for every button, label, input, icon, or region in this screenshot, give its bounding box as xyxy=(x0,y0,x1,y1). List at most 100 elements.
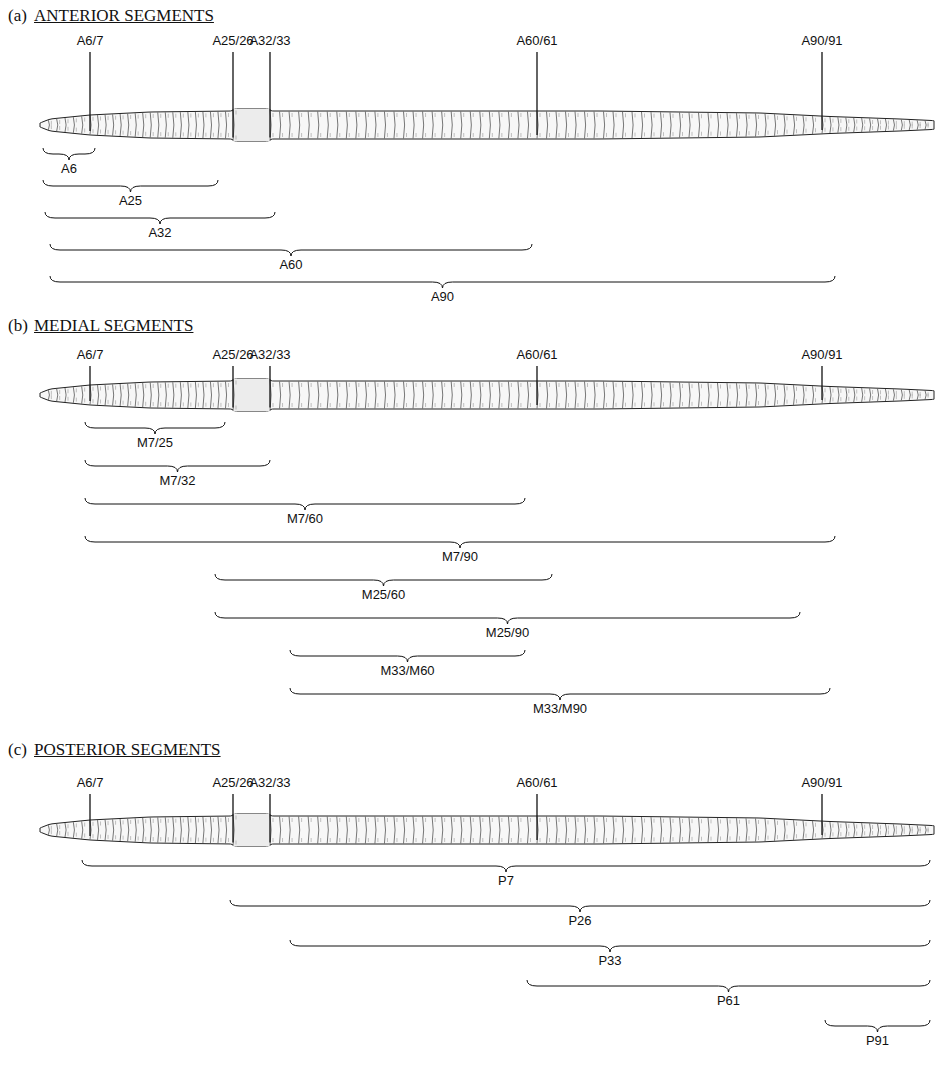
range-bracket xyxy=(43,148,95,160)
segment-groove xyxy=(404,112,405,139)
segment-groove xyxy=(632,382,633,408)
segment-groove xyxy=(746,818,747,841)
segment-shading xyxy=(473,113,474,137)
segment-groove xyxy=(547,112,548,139)
segment-groove xyxy=(120,114,121,136)
segment-groove xyxy=(180,112,181,138)
segment-groove xyxy=(158,817,159,842)
segment-groove xyxy=(527,112,528,139)
segment-groove xyxy=(575,112,576,139)
clitellum xyxy=(233,379,270,412)
segment-groove xyxy=(280,817,281,844)
segment-shading xyxy=(701,819,702,840)
segment-groove xyxy=(451,112,452,139)
segment-groove xyxy=(870,388,871,401)
segment-shading xyxy=(425,383,426,407)
segment-shading xyxy=(848,119,849,131)
segment-groove xyxy=(173,382,174,408)
segment-shading xyxy=(711,384,712,405)
segment-shading xyxy=(880,120,881,129)
segment-range-label: A60 xyxy=(279,258,302,273)
segment-groove xyxy=(165,112,166,137)
segment-shading xyxy=(635,383,636,406)
segment-groove xyxy=(48,120,49,130)
panel-letter: (c) xyxy=(8,740,27,760)
segment-groove xyxy=(195,817,196,843)
boundary-label: A6/7 xyxy=(77,34,104,49)
segment-shading xyxy=(578,113,579,137)
earthworm xyxy=(40,379,934,412)
segment-shading xyxy=(673,384,674,406)
range-bracket xyxy=(215,612,800,624)
segment-shading xyxy=(100,386,101,403)
segment-groove xyxy=(327,382,328,409)
segment-groove xyxy=(925,391,926,400)
segment-shading xyxy=(720,385,721,406)
segment-shading xyxy=(880,390,881,399)
segment-shading xyxy=(59,390,60,400)
segment-groove xyxy=(451,382,452,409)
segment-groove xyxy=(803,386,804,405)
panel-heading: MEDIAL SEGMENTS xyxy=(34,316,193,336)
segment-shading xyxy=(205,113,206,136)
segment-shading xyxy=(301,818,302,842)
segment-groove xyxy=(499,382,500,409)
segment-groove xyxy=(613,112,614,139)
boundary-label: A25/26 xyxy=(212,776,253,791)
segment-shading xyxy=(864,390,865,401)
range-bracket xyxy=(82,860,930,872)
segment-groove xyxy=(746,383,747,406)
segment-shading xyxy=(236,381,237,410)
segment-shading xyxy=(682,819,683,841)
segment-groove xyxy=(404,382,405,409)
segment-groove xyxy=(527,382,528,409)
segment-shading xyxy=(625,818,626,841)
segment-groove xyxy=(901,825,902,836)
segment-groove xyxy=(699,383,700,408)
segment-groove xyxy=(909,120,910,130)
segment-shading xyxy=(358,113,359,137)
segment-shading xyxy=(880,825,881,834)
segment-shading xyxy=(673,819,674,841)
segment-groove xyxy=(642,817,643,843)
segment-groove xyxy=(518,817,519,844)
segment-shading xyxy=(920,392,921,398)
segment-groove xyxy=(727,113,728,137)
segment-groove xyxy=(661,112,662,137)
segment-shading xyxy=(220,383,221,407)
segment-groove xyxy=(623,382,624,408)
segment-groove xyxy=(210,817,211,843)
segment-groove xyxy=(830,387,831,403)
segment-shading xyxy=(711,114,712,135)
segment-shading xyxy=(115,386,116,405)
segment-groove xyxy=(299,112,300,139)
segment-groove xyxy=(180,817,181,843)
segment-groove xyxy=(165,817,166,842)
segment-groove xyxy=(337,112,338,139)
worm-body xyxy=(40,814,934,847)
segment-shading xyxy=(130,115,131,135)
segment-shading xyxy=(511,818,512,842)
segment-shading xyxy=(644,819,645,842)
segment-shading xyxy=(123,820,124,839)
segment-shading xyxy=(482,818,483,842)
segment-groove xyxy=(432,382,433,409)
segment-shading xyxy=(928,392,929,397)
segment-groove xyxy=(585,112,586,139)
segment-shading xyxy=(840,389,841,401)
segment-shading xyxy=(492,383,493,407)
boundary-line xyxy=(821,794,822,835)
segment-groove xyxy=(48,390,49,400)
segment-groove xyxy=(878,824,879,837)
segment-shading xyxy=(339,113,340,137)
segment-groove xyxy=(203,817,204,843)
segment-shading xyxy=(183,114,184,137)
boundary-line xyxy=(89,794,90,836)
segment-groove xyxy=(210,112,211,138)
range-bracket xyxy=(290,940,930,952)
segment-groove xyxy=(508,817,509,844)
segment-groove xyxy=(718,113,719,137)
segment-groove xyxy=(356,112,357,139)
segment-range-label: P33 xyxy=(598,954,621,969)
